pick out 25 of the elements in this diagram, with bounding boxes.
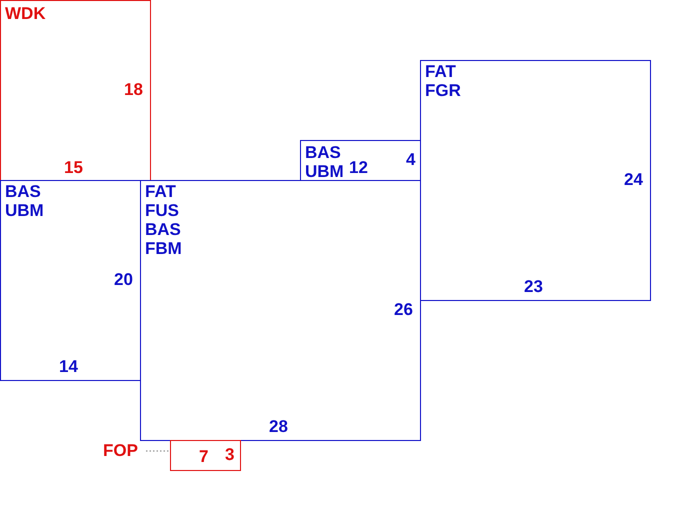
dimension-label: 28 bbox=[269, 417, 288, 436]
room-code-label: BAS UBM bbox=[305, 143, 344, 181]
dimension-label: 24 bbox=[624, 170, 643, 189]
leader-line bbox=[146, 450, 170, 452]
room-outline bbox=[0, 180, 141, 381]
room-code-label: WDK bbox=[5, 4, 46, 23]
room-code-label: FAT FGR bbox=[425, 62, 461, 100]
dimension-label: 20 bbox=[114, 270, 133, 289]
dimension-label: 15 bbox=[64, 158, 83, 177]
dimension-label: 18 bbox=[124, 80, 143, 99]
room-code-label: FOP bbox=[103, 441, 138, 460]
dimension-label: 14 bbox=[59, 357, 78, 376]
room-code-label: BAS UBM bbox=[5, 182, 44, 220]
room-outline bbox=[170, 440, 241, 471]
room-code-label: 7 bbox=[199, 447, 208, 466]
room-code-label: FAT FUS BAS FBM bbox=[145, 182, 182, 258]
dimension-label: 4 bbox=[406, 150, 416, 169]
dimension-label: 3 bbox=[225, 445, 234, 464]
room-outline bbox=[420, 60, 651, 301]
room-outline bbox=[140, 180, 421, 441]
room-outline bbox=[0, 0, 151, 181]
dimension-label: 12 bbox=[349, 158, 368, 177]
dimension-label: 26 bbox=[394, 300, 413, 319]
dimension-label: 23 bbox=[524, 277, 543, 296]
room-outline bbox=[300, 140, 421, 181]
